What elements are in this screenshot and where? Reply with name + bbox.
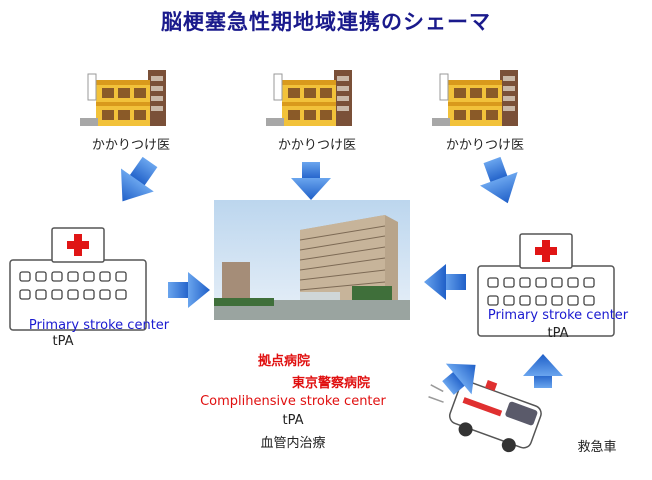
clinic-building-icon-1	[79, 69, 167, 127]
arrow-right-center-to-main	[424, 264, 466, 300]
main-center-role: 拠点病院	[258, 354, 311, 369]
arrow-ambulance-to-main	[442, 363, 476, 395]
main-center-treatment-tpa: tPA	[282, 413, 304, 428]
left-center-name: Primary stroke center	[28, 318, 170, 333]
ambulance-icon	[428, 380, 542, 453]
clinic-building-icon-3	[431, 69, 519, 127]
left-hospital-icon	[9, 227, 147, 331]
ambulance-label: 救急車	[577, 440, 617, 455]
clinic-building-icon-2	[265, 69, 353, 127]
right-center-treatment: tPA	[547, 326, 569, 341]
clinic-label-2: かかりつけ医	[277, 138, 357, 153]
main-center-name: 東京警察病院	[292, 376, 371, 391]
main-center-treatment-endovascular: 血管内治療	[260, 436, 326, 451]
arrow-left-center-to-main	[168, 272, 210, 308]
left-center-treatment: tPA	[52, 334, 74, 349]
arrow-clinic-to-main-center	[291, 162, 331, 200]
arrow-ambulance-to-right-center	[523, 354, 563, 388]
main-hospital-photo	[214, 200, 410, 320]
page-title: 脳梗塞急性期地域連携のシェーマ	[161, 10, 491, 34]
clinic-label-1: かかりつけ医	[91, 138, 171, 153]
main-center-type: Complihensive stroke center	[200, 394, 386, 409]
arrow-clinic-to-right-center	[480, 156, 518, 204]
right-center-name: Primary stroke center	[487, 308, 629, 323]
arrow-clinic-to-left-center	[120, 156, 158, 202]
clinic-label-3: かかりつけ医	[445, 138, 525, 153]
